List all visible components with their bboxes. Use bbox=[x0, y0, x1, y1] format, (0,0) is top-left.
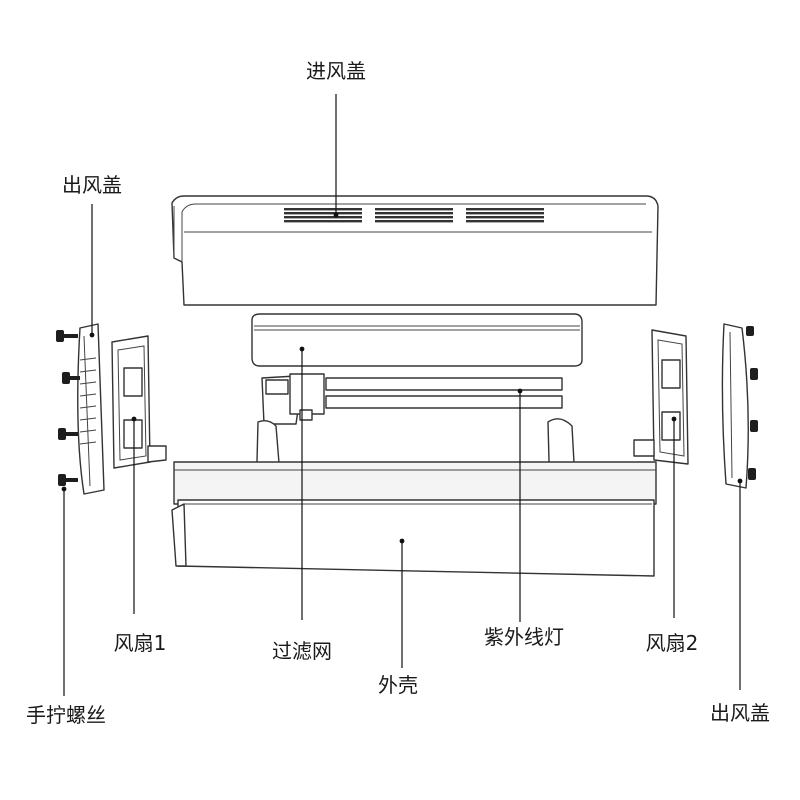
label-uv-lamp: 紫外线灯 bbox=[484, 625, 564, 649]
outlet-grille-left bbox=[79, 357, 97, 445]
label-thumb-screws: 手拧螺丝 bbox=[26, 703, 106, 727]
label-housing: 外壳 bbox=[378, 673, 418, 697]
housing bbox=[171, 418, 657, 577]
inlet-cover bbox=[171, 195, 659, 306]
fan-1 bbox=[111, 335, 167, 469]
label-fan-1: 风扇1 bbox=[114, 631, 167, 655]
uv-lamp bbox=[261, 373, 563, 425]
label-fan-2: 风扇2 bbox=[646, 631, 699, 655]
leader-lines bbox=[61, 94, 743, 696]
outlet-cover-right bbox=[721, 323, 758, 489]
label-outlet-cover-left: 出风盖 bbox=[62, 173, 122, 197]
label-outlet-cover-right: 出风盖 bbox=[710, 701, 770, 725]
fan-2 bbox=[633, 329, 689, 465]
thumb-screws-right bbox=[746, 326, 758, 480]
label-inlet-cover: 进风盖 bbox=[306, 59, 366, 83]
outlet-cover-left bbox=[56, 323, 105, 495]
inlet-vent-slots bbox=[284, 208, 544, 223]
thumb-screws-left bbox=[56, 330, 80, 486]
label-filter: 过滤网 bbox=[272, 639, 332, 663]
filter bbox=[251, 313, 583, 367]
